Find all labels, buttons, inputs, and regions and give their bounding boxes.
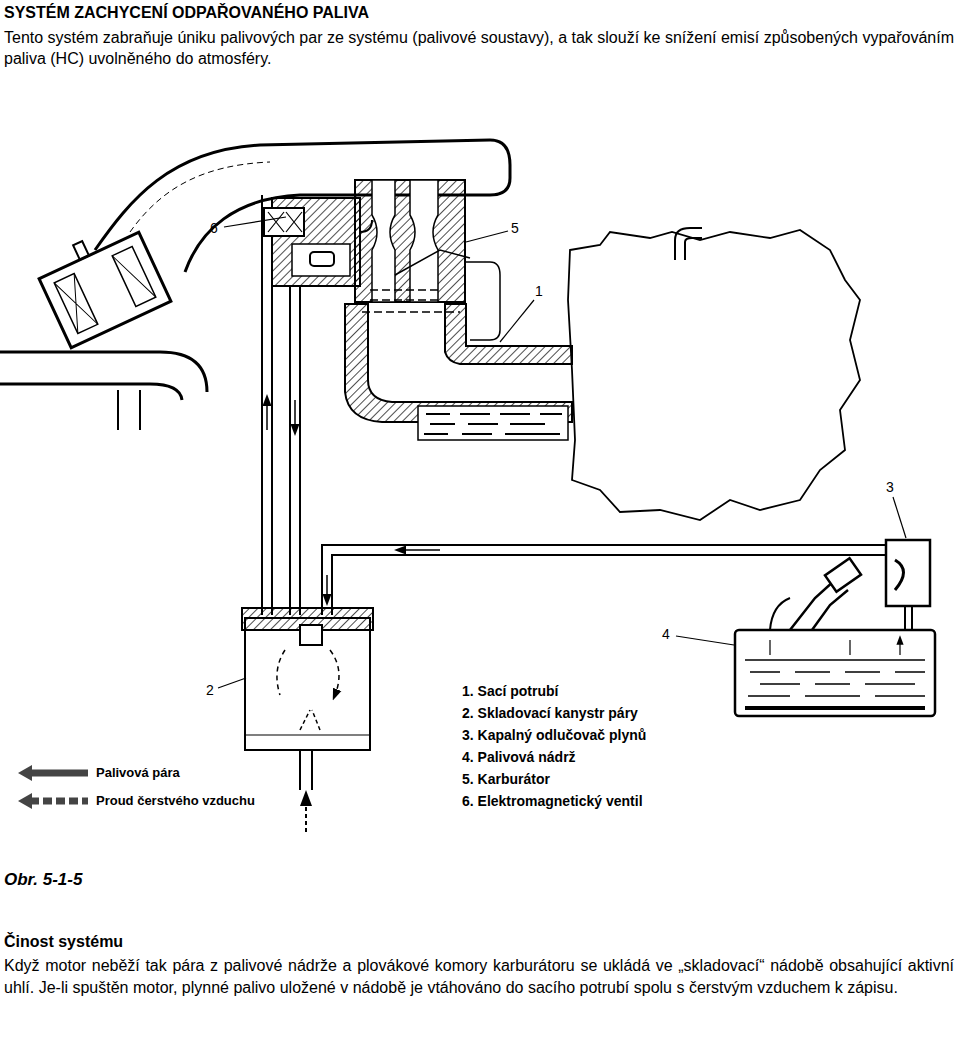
engine	[568, 230, 860, 520]
figure-caption: Obr. 5-1-5	[4, 870, 82, 890]
part-name: 3. Kapalný odlučovač plynů	[462, 726, 646, 744]
carburetor	[355, 180, 470, 312]
fuel-tank	[735, 558, 935, 716]
section-heading: Činost systému	[4, 932, 123, 952]
body-text: Když motor neběží tak pára z palivové ná…	[4, 955, 954, 999]
page-title: SYSTÉM ZACHYCENÍ ODPAŘOVANÉHO PALIVA	[4, 4, 954, 22]
part-name: 6. Elektromagnetický ventil	[462, 792, 643, 810]
intake-manifold	[345, 304, 572, 440]
intro-text: Tento systém zabraňuje úniku palivových …	[4, 27, 954, 69]
part-name: 1. Sací potrubí	[462, 682, 558, 700]
callout-number: 6	[210, 219, 218, 237]
part-name: 5. Karburátor	[462, 770, 550, 788]
callout-number: 1	[535, 282, 543, 300]
legend-text: Palivová pára	[96, 765, 180, 780]
legend-sample	[18, 792, 90, 810]
part-name: 2. Skladovací kanystr páry	[462, 704, 638, 722]
leader-lines	[218, 217, 906, 688]
liquid-separator	[886, 540, 930, 630]
callout-number: 4	[662, 625, 670, 643]
legend-sample	[18, 764, 90, 782]
solenoid-valve	[262, 195, 372, 286]
callout-number: 5	[511, 219, 519, 237]
drawing	[0, 140, 935, 832]
part-name: 4. Palivová nádrž	[462, 748, 576, 766]
vapor-canister	[242, 608, 373, 832]
callout-number: 3	[886, 478, 894, 496]
air-filter	[32, 218, 171, 348]
callout-number: 2	[206, 681, 214, 699]
legend-text: Proud čerstvého vzduchu	[96, 793, 255, 808]
